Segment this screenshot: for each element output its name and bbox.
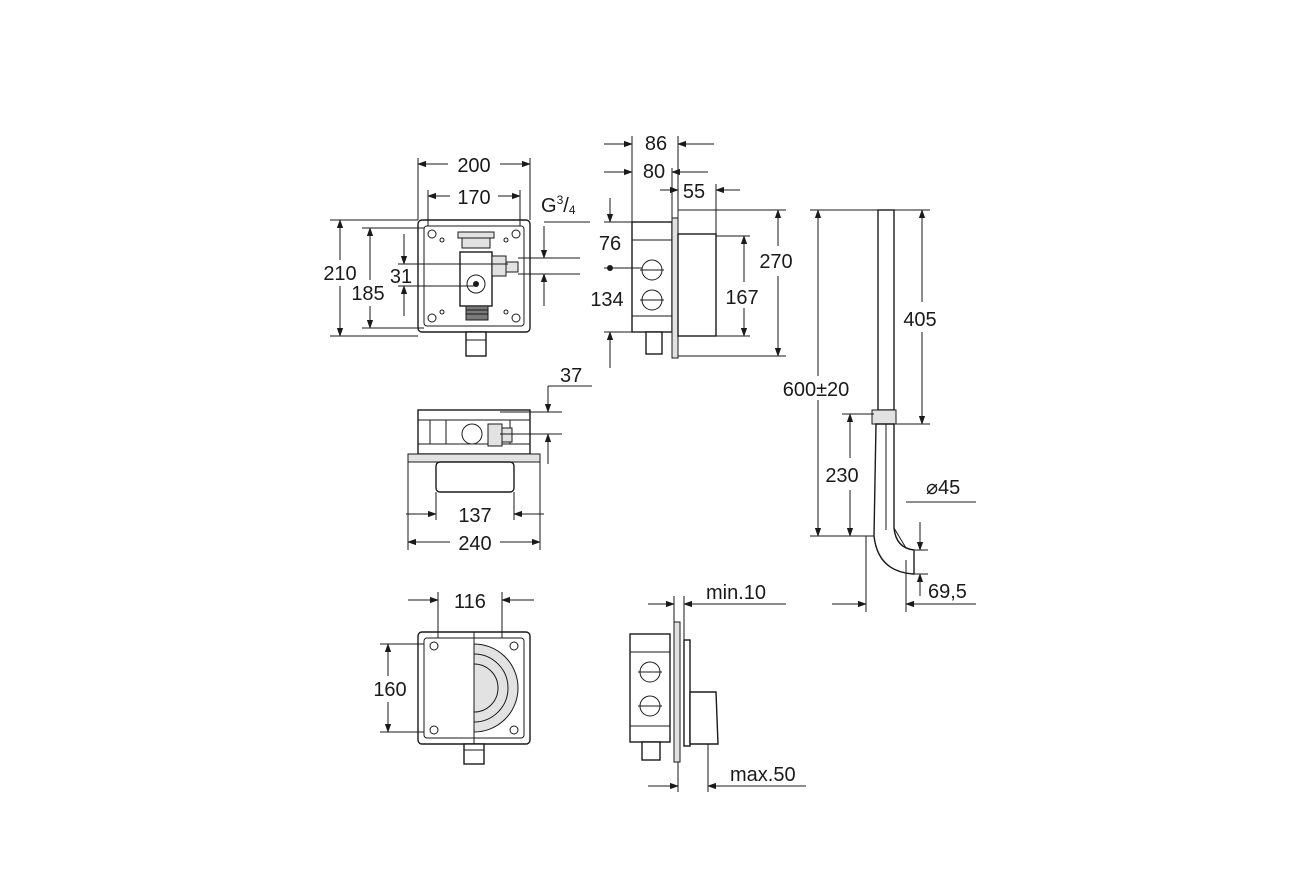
- dim-200: 200: [457, 155, 490, 177]
- dim-80: 80: [643, 161, 665, 183]
- dim-270: 270: [759, 251, 792, 273]
- dim-170: 170: [457, 187, 490, 209]
- dim-45: ⌀45: [926, 477, 960, 499]
- bottom-front-dimensions: 116 160: [373, 591, 534, 733]
- dim-240: 240: [458, 533, 491, 555]
- bottom-front-view: [417, 631, 531, 765]
- pipe-dimensions: 600±20 405 230 ⌀45 69,5: [783, 209, 976, 612]
- top-view-dimensions: 37 137 240: [406, 365, 592, 555]
- bottom-side-view: [629, 621, 719, 763]
- dim-69-5: 69,5: [928, 581, 967, 603]
- dim-160: 160: [373, 679, 406, 701]
- front-view-dimensions: 200 170 210 185 31 G3/4: [323, 155, 590, 337]
- dim-37: 37: [560, 365, 582, 387]
- side-view-dimensions: 86 80 55 76 134 270 167: [590, 133, 793, 368]
- dim-600: 600±20: [783, 379, 850, 401]
- dim-137: 137: [458, 505, 491, 527]
- side-view: [631, 217, 717, 359]
- front-view: [417, 219, 531, 357]
- dim-210: 210: [323, 263, 356, 285]
- dim-31: 31: [390, 266, 412, 288]
- dim-min10: min.10: [706, 582, 766, 604]
- dim-167: 167: [725, 287, 758, 309]
- dim-86: 86: [645, 133, 667, 155]
- dim-230: 230: [825, 465, 858, 487]
- dim-55: 55: [683, 181, 705, 203]
- thread-label: G3/4: [541, 193, 576, 217]
- dim-405: 405: [903, 309, 936, 331]
- dim-76: 76: [599, 233, 621, 255]
- dim-max50: max.50: [730, 764, 796, 786]
- bottom-side-dimensions: min.10 max.50: [648, 582, 806, 792]
- top-view: [407, 409, 541, 493]
- pipe-view: [871, 209, 915, 575]
- dim-134: 134: [590, 289, 623, 311]
- dim-185: 185: [351, 283, 384, 305]
- dim-116: 116: [454, 591, 486, 613]
